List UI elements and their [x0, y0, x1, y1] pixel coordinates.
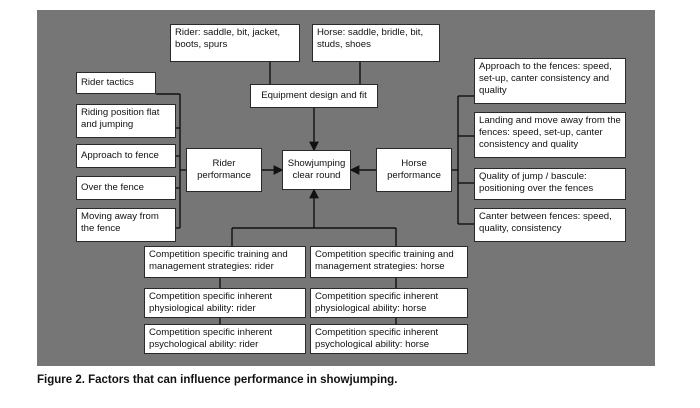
approach-fences-box: Approach to the fences: speed, set-up, c…	[474, 58, 626, 104]
landing-box: Landing and move away from the fences: s…	[474, 112, 626, 158]
clear-round-box: Showjumping clear round	[282, 150, 351, 190]
psychological-horse-box: Competition specific inherent psychologi…	[310, 324, 468, 354]
physiological-horse-box: Competition specific inherent physiologi…	[310, 288, 468, 318]
figure-caption: Figure 2. Factors that can influence per…	[37, 374, 398, 386]
psychological-rider-box: Competition specific inherent psychologi…	[144, 324, 306, 354]
canter-between-box: Canter between fences: speed, quality, c…	[474, 208, 626, 242]
moving-away-box: Moving away from the fence	[76, 208, 176, 242]
over-the-fence-box: Over the fence	[76, 176, 176, 200]
quality-of-jump-box: Quality of jump / bascule: positioning o…	[474, 168, 626, 200]
horse-equipment-box: Horse: saddle, bridle, bit, studs, shoes	[312, 24, 440, 62]
training-horse-box: Competition specific training and manage…	[310, 246, 468, 278]
equipment-design-box: Equipment design and fit	[250, 84, 378, 108]
rider-tactics-box: Rider tactics	[76, 72, 156, 94]
rider-performance-box: Rider performance	[186, 148, 262, 192]
physiological-rider-box: Competition specific inherent physiologi…	[144, 288, 306, 318]
approach-to-fence-box: Approach to fence	[76, 144, 176, 168]
riding-position-box: Riding position flat and jumping	[76, 104, 176, 138]
rider-equipment-box: Rider: saddle, bit, jacket, boots, spurs	[170, 24, 300, 62]
training-rider-box: Competition specific training and manage…	[144, 246, 306, 278]
horse-performance-box: Horse performance	[376, 148, 452, 192]
